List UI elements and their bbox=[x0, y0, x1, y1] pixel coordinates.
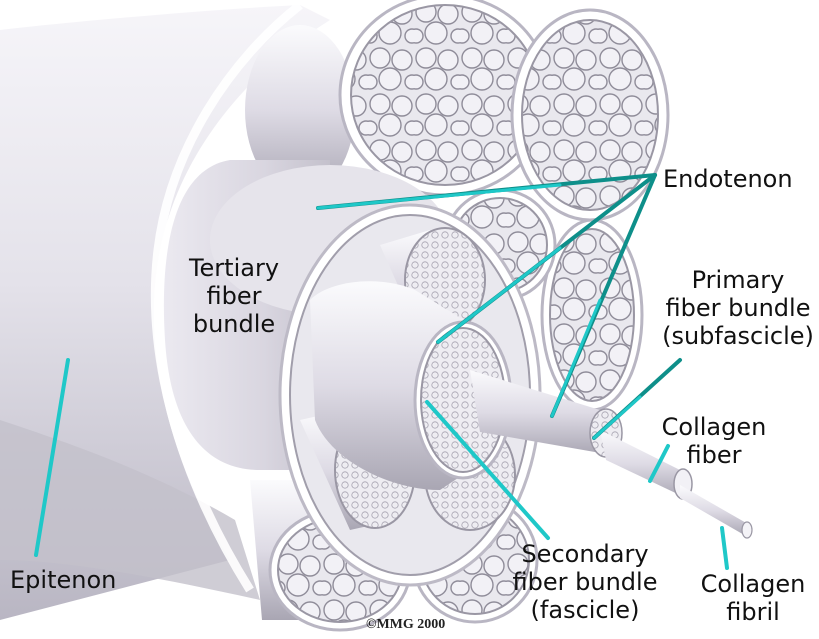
label-tertiary-line-2: fiber bbox=[182, 282, 286, 310]
label-collagen-fibril-line-1: Collagen bbox=[694, 570, 812, 598]
label-secondary-fiber-bundle: Secondary fiber bundle (fascicle) bbox=[504, 540, 666, 624]
label-endotenon: Endotenon bbox=[663, 165, 793, 193]
label-collagen-fiber-line-2: fiber bbox=[655, 441, 773, 469]
label-secondary-line-1: Secondary bbox=[504, 540, 666, 568]
label-tertiary-line-1: Tertiary bbox=[182, 254, 286, 282]
label-secondary-line-3: (fascicle) bbox=[504, 596, 666, 624]
label-primary-line-2: fiber bundle bbox=[658, 294, 818, 322]
label-collagen-fibril-line-2: fibril bbox=[694, 598, 812, 626]
label-primary-line-1: Primary bbox=[658, 266, 818, 294]
label-collagen-fiber: Collagen fiber bbox=[655, 413, 773, 469]
copyright-notice: ©MMG 2000 bbox=[366, 617, 445, 633]
label-collagen-fiber-line-1: Collagen bbox=[655, 413, 773, 441]
label-tertiary-line-3: bundle bbox=[182, 310, 286, 338]
label-primary-line-3: (subfascicle) bbox=[658, 322, 818, 350]
label-tertiary-fiber-bundle: Tertiary fiber bundle bbox=[182, 254, 286, 338]
label-epitenon: Epitenon bbox=[10, 566, 116, 594]
label-primary-fiber-bundle: Primary fiber bundle (subfascicle) bbox=[658, 266, 818, 350]
label-secondary-line-2: fiber bundle bbox=[504, 568, 666, 596]
label-collagen-fibril: Collagen fibril bbox=[694, 570, 812, 626]
